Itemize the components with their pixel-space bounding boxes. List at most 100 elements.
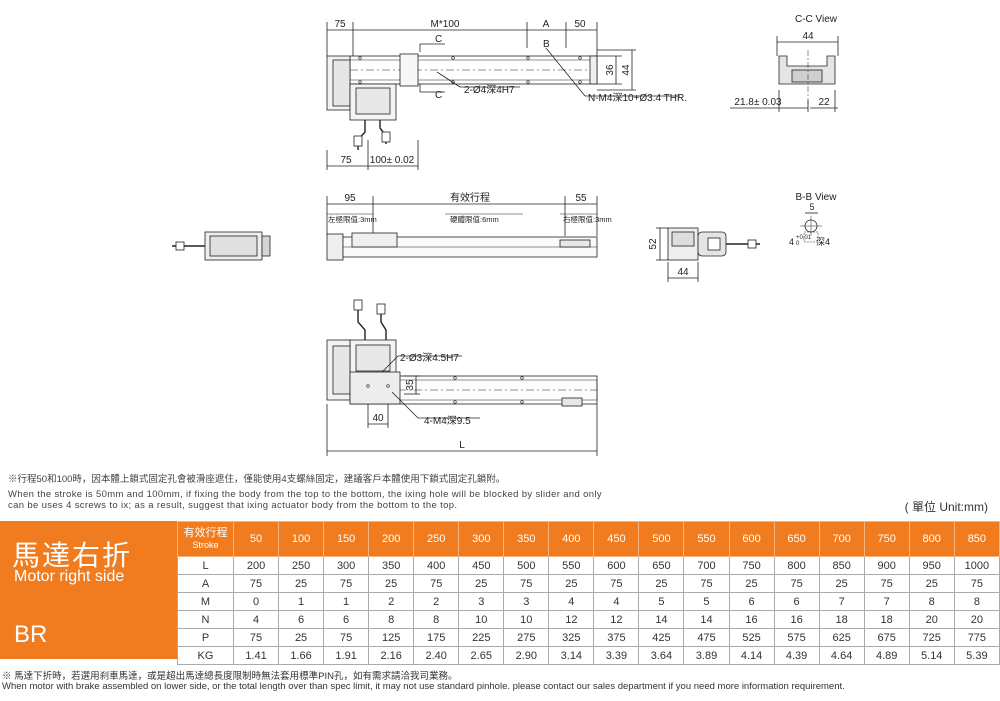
stroke-header-cell: 50 [232, 521, 280, 557]
spec-cell: 6 [728, 592, 775, 611]
spec-cell: 3.89 [683, 646, 730, 665]
spec-cell: 25 [908, 574, 955, 593]
spec-cell: 75 [953, 574, 1000, 593]
spec-cell: 850 [818, 556, 865, 575]
spec-cell: 4.39 [773, 646, 820, 665]
spec-cell: 1.91 [323, 646, 370, 665]
spec-cell: 75 [863, 574, 910, 593]
spec-cell: 275 [503, 628, 550, 647]
cc-dim-21-8: 21.8± 0.03 [734, 97, 782, 108]
row-label: L [177, 556, 234, 575]
spec-cell: 8 [368, 610, 415, 629]
spec-cell: 125 [368, 628, 415, 647]
spec-cell: 25 [548, 574, 595, 593]
spec-cell: 625 [818, 628, 865, 647]
spec-cell: 3 [458, 592, 505, 611]
spec-cell: 25 [278, 628, 325, 647]
spec-cell: 1 [278, 592, 325, 611]
footer-en: When motor with brake assembled on lower… [2, 681, 845, 692]
cc-view-title: C-C View [795, 14, 838, 25]
spec-cell: 20 [908, 610, 955, 629]
spec-cell: 5.39 [953, 646, 1000, 665]
spec-cell: 575 [773, 628, 820, 647]
spec-cell: 10 [458, 610, 505, 629]
spec-cell: 4.64 [818, 646, 865, 665]
spec-cell: 2 [413, 592, 460, 611]
label-hard-limit: 硬體限值:6mm [450, 214, 499, 224]
spec-cell: 75 [503, 574, 550, 593]
spec-cell: 25 [278, 574, 325, 593]
spec-cell: 75 [232, 574, 280, 593]
spec-cell: 350 [368, 556, 415, 575]
spec-cell: 2.40 [413, 646, 460, 665]
model-title-zh: 馬達右折 [12, 540, 133, 571]
spec-cell: 600 [593, 556, 640, 575]
stroke-header-cell: 650 [773, 521, 820, 557]
bb-dim-5: 5 [809, 202, 814, 212]
stroke-header-cell: 300 [458, 521, 505, 557]
spec-cell: 75 [683, 574, 730, 593]
section-c-bottom: C [435, 90, 442, 101]
spec-cell: 500 [503, 556, 550, 575]
spec-cell: 225 [458, 628, 505, 647]
spec-cell: 250 [278, 556, 325, 575]
label-left-limit: 左極限值:3mm [328, 214, 377, 224]
bottom-view: 2-Ø3深4.5H7 35 40 4-M4深9.5 L [326, 299, 598, 456]
spec-cell: 14 [638, 610, 685, 629]
callout-bottom-hole: 2-Ø3深4.5H7 [400, 352, 459, 364]
spec-cell: 0 [232, 592, 280, 611]
row-label: P [177, 628, 234, 647]
dim-44-top: 44 [621, 64, 632, 76]
spec-cell: 5 [683, 592, 730, 611]
side-view: 95 有效行程 55 左極限值:3mm 硬體限值:6mm 右極限值:3mm [172, 191, 612, 261]
spec-cell: 75 [413, 574, 460, 593]
spec-cell: 4 [232, 610, 280, 629]
spec-cell: 325 [548, 628, 595, 647]
dim-100-pitch: 100± 0.02 [370, 155, 415, 166]
spec-cell: 4 [593, 592, 640, 611]
spec-cell: 75 [323, 628, 370, 647]
technical-drawing: 75 M*100 A 50 C C B 2-Ø4深4H7 [172, 14, 839, 456]
bb-dim-0: 0 [796, 241, 800, 247]
spec-cell: 775 [953, 628, 1000, 647]
spec-cell: 18 [818, 610, 865, 629]
stroke-header-cell: 350 [503, 521, 550, 557]
spec-cell: 3.39 [593, 646, 640, 665]
stroke-header-cell: 400 [548, 521, 595, 557]
spec-cell: 4.14 [728, 646, 775, 665]
side-dim-95: 95 [344, 193, 356, 204]
spec-cell: 200 [232, 556, 280, 575]
spec-cell: 6 [323, 610, 370, 629]
spec-cell: 5 [638, 592, 685, 611]
bb-view: B-B View 5 +0.01 4 0 深4 [789, 192, 837, 247]
footer-zh: ※ 馬達下折時，若選用刹車馬達，或是超出馬達總長度限制時無法套用標準PIN孔，如… [2, 671, 458, 682]
stroke-label-zh: 有效行程 [183, 527, 228, 539]
spec-cell: 6 [278, 610, 325, 629]
spec-cell: 75 [773, 574, 820, 593]
cc-view: C-C View 44 21.8± 0.03 22 [730, 14, 839, 112]
section-c-top: C [435, 34, 442, 45]
spec-cell: 375 [593, 628, 640, 647]
bb-depth: 深4 [816, 237, 830, 247]
end-view: 52 44 [648, 227, 760, 282]
dim-75-bottom: 75 [340, 155, 352, 166]
spec-cell: 7 [818, 592, 865, 611]
spec-cell: 25 [638, 574, 685, 593]
cc-dim-22: 22 [818, 97, 830, 108]
stroke-label-en: Stroke [192, 540, 219, 550]
side-dim-55: 55 [575, 193, 587, 204]
side-dim-stroke: 有效行程 [450, 191, 490, 204]
spec-cell: 1 [323, 592, 370, 611]
spec-cell: 175 [413, 628, 460, 647]
spec-cell: 12 [548, 610, 595, 629]
note-zh: ※行程50和100時，因本體上鎖式固定孔會被滑座遮住，僅能使用4支螺絲固定，建議… [8, 474, 506, 485]
spec-cell: 14 [683, 610, 730, 629]
spec-cell: 16 [773, 610, 820, 629]
spec-cell: 1.41 [232, 646, 280, 665]
spec-cell: 525 [728, 628, 775, 647]
stroke-header-cell: 550 [683, 521, 730, 557]
stroke-header-cell: 450 [593, 521, 640, 557]
